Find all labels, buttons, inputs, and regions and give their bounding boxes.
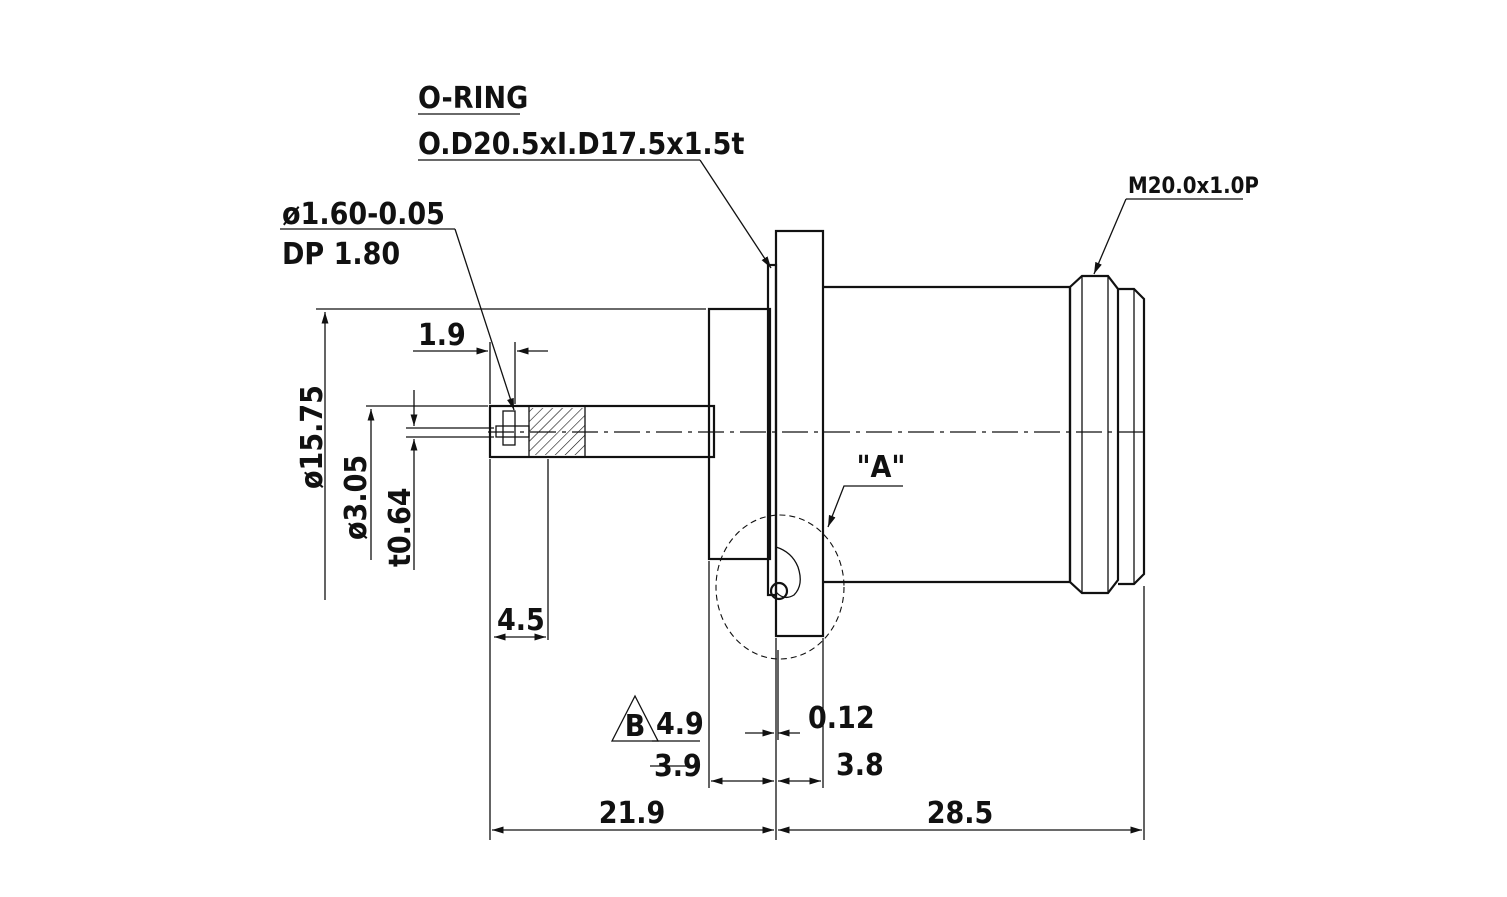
oring-title: O-RING <box>418 81 528 116</box>
hub-block <box>707 307 772 561</box>
part-outline <box>488 229 1150 638</box>
o-ring-circle <box>769 581 789 601</box>
dim-15-75: ø15.75 <box>295 308 706 600</box>
dim-0-64: t0.64 <box>383 390 494 570</box>
cross-hole <box>495 410 530 446</box>
dim-28-5: 28.5 <box>778 796 1142 834</box>
datum-b-triangle <box>610 694 660 742</box>
dim-3-8: 3.8 <box>778 748 884 785</box>
thread-label: M20.0x1.0P <box>1128 174 1259 199</box>
o-ring-section <box>775 546 801 599</box>
dim-4-5: 4.5 <box>489 459 549 840</box>
dim-21-9: 21.9 <box>492 796 774 834</box>
oring-callout: O-RING O.D20.5xI.D17.5x1.5t <box>418 81 772 269</box>
dim-3-05: ø3.05 <box>339 405 488 560</box>
dim-15-75-label: ø15.75 <box>295 385 330 489</box>
detail-a-leader <box>827 485 903 528</box>
extension-lines <box>708 561 1145 840</box>
dim-1-9: 1.9 <box>413 318 548 404</box>
datum-b-label: B <box>625 709 646 744</box>
thread-section <box>1068 274 1120 595</box>
oring-spec: O.D20.5xI.D17.5x1.5t <box>418 127 744 162</box>
dim-4-9: 4.9 <box>652 707 704 742</box>
detail-a-circle <box>715 514 845 660</box>
end-lip <box>1118 287 1146 586</box>
dim-0-64-label: t0.64 <box>383 488 418 568</box>
detail-a-label: "A" <box>856 450 905 485</box>
hole-dia-label: ø1.60-0.05 <box>282 197 445 232</box>
main-body <box>823 285 1070 584</box>
dim-3-9: 3.9 <box>650 749 702 784</box>
hole-depth-label: DP 1.80 <box>282 237 400 272</box>
dim-3-05-label: ø3.05 <box>339 455 374 540</box>
dim-21-9-label: 21.9 <box>599 796 666 831</box>
datum-b: B <box>610 694 660 744</box>
dim-4-9-label: 4.9 <box>656 707 704 742</box>
dim-4-5-label: 4.5 <box>497 603 545 638</box>
hole-callout: ø1.60-0.05 DP 1.80 <box>280 197 515 411</box>
dim-3-8-label: 3.8 <box>836 748 884 783</box>
dim-0-12-label: 0.12 <box>808 701 875 736</box>
thread-callout: M20.0x1.0P <box>1093 174 1259 275</box>
dim-0-12: 0.12 <box>745 650 875 740</box>
dim-1-9-label: 1.9 <box>418 318 466 353</box>
dim-28-5-label: 28.5 <box>927 796 994 831</box>
